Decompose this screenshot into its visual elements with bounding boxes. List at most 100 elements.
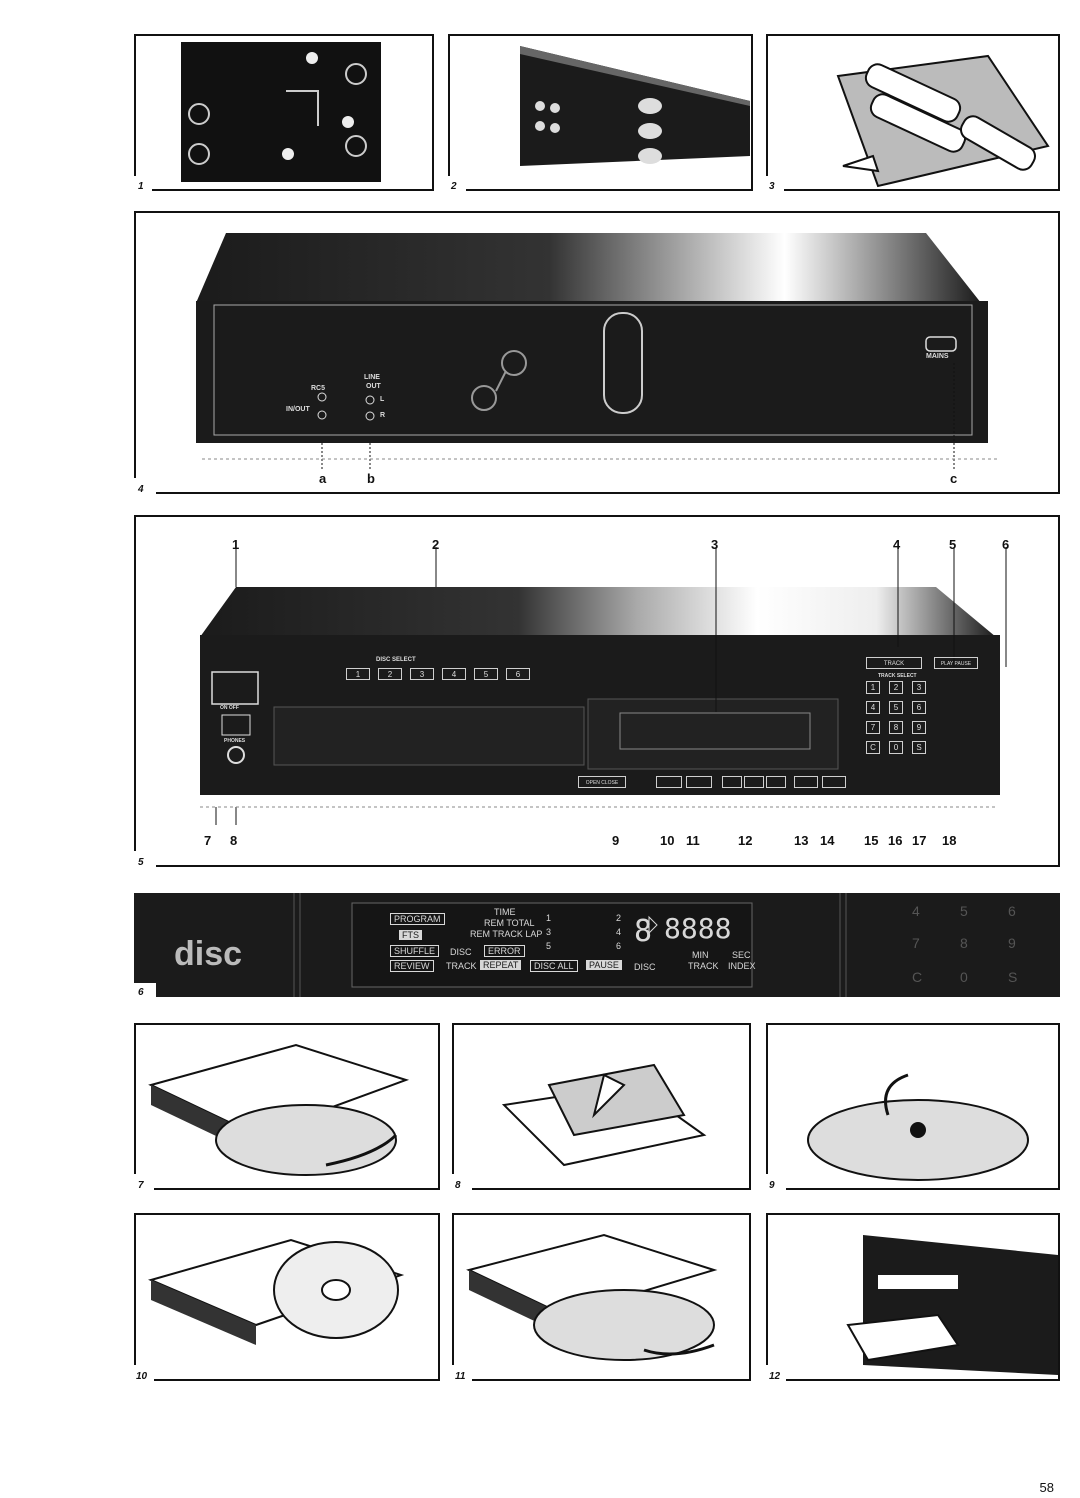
display-rem-total: REM TOTAL: [484, 918, 535, 928]
figure-12-drawing: [846, 1235, 1058, 1375]
display-disc-2: DISC: [634, 962, 656, 972]
button-12c[interactable]: [766, 776, 786, 788]
track-select-label: TRACK SELECT: [878, 673, 917, 679]
panel-key-s: S: [1008, 969, 1018, 985]
figure-1-drawing: [181, 42, 381, 182]
display-disc-all: DISC ALL: [530, 960, 578, 972]
display-rem-track-lap: REM TRACK LAP: [470, 929, 543, 939]
callout-12: 12: [738, 833, 753, 848]
open-close-button[interactable]: OPEN CLOSE: [578, 776, 626, 788]
figure-9: [766, 1023, 1060, 1190]
callout-9: 9: [612, 833, 620, 848]
figure-1-number: 1: [138, 181, 144, 192]
figure-2: [448, 34, 753, 191]
display-program: PROGRAM: [390, 913, 445, 925]
play-pause-button[interactable]: PLAY PAUSE: [934, 657, 978, 669]
figure-11-drawing: [466, 1233, 718, 1361]
callout-7: 7: [204, 833, 212, 848]
disc-select-button-1[interactable]: 1: [346, 668, 370, 680]
button-12a[interactable]: [722, 776, 742, 788]
keypad-1[interactable]: 1: [866, 681, 880, 694]
figure-10-drawing: [148, 1238, 405, 1345]
in-out-label: IN/OUT: [286, 406, 310, 413]
button-11[interactable]: [686, 776, 712, 788]
disc-select-button-2[interactable]: 2: [378, 668, 402, 680]
figure-2-drawing: [520, 46, 750, 166]
rc5-label: RC5: [311, 385, 326, 392]
figure-7-number: 7: [138, 1180, 144, 1191]
display-index: INDEX: [728, 961, 756, 971]
callout-16: 16: [888, 833, 903, 848]
keypad-s[interactable]: S: [912, 741, 926, 754]
callout-13: 13: [794, 833, 809, 848]
display-track-2: TRACK: [688, 961, 719, 971]
button-14[interactable]: [822, 776, 846, 788]
display-slot-5: 5: [546, 941, 552, 951]
keypad-7[interactable]: 7: [866, 721, 880, 734]
figure-11: [452, 1213, 751, 1381]
figure-8: [452, 1023, 751, 1190]
figure-6-number: 6: [138, 987, 144, 998]
keypad-0[interactable]: 0: [889, 741, 903, 754]
disc-select-button-4[interactable]: 4: [442, 668, 466, 680]
figure-9-number: 9: [769, 1180, 775, 1191]
display-fts: FTS: [399, 930, 422, 940]
line-out-r-label: R: [380, 412, 386, 419]
keypad-9[interactable]: 9: [912, 721, 926, 734]
svg-text:8888: 8888: [664, 912, 731, 945]
panel-key-6: 6: [1008, 903, 1016, 919]
figure-5: 1 2 3 4 5 6 DISC SELECT 1 2 3 4 5 6 ON O…: [134, 515, 1060, 867]
mains-label: MAINS: [926, 353, 949, 360]
figure-8-drawing: [501, 1063, 707, 1167]
display-slot-6: 6: [616, 941, 622, 951]
display-track: TRACK: [446, 961, 477, 971]
display-sec: SEC: [732, 950, 751, 960]
figure-3: [766, 34, 1060, 191]
panel-key-8: 8: [960, 935, 968, 951]
display-time: TIME: [494, 907, 516, 917]
figure-4-number: 4: [138, 484, 144, 495]
svg-text:8: 8: [634, 914, 652, 949]
page-number: 58: [1039, 1480, 1054, 1495]
disc-select-button-6[interactable]: 6: [506, 668, 530, 680]
keypad-c[interactable]: C: [866, 741, 880, 754]
keypad-3[interactable]: 3: [912, 681, 926, 694]
track-button[interactable]: TRACK: [866, 657, 922, 669]
panel-key-5: 5: [960, 903, 968, 919]
panel-key-c: C: [912, 969, 923, 985]
keypad-8[interactable]: 8: [889, 721, 903, 734]
figure-3-number: 3: [769, 181, 775, 192]
figure-6-display-panel: disc 8888 8 PROGRAM FTS SHUFFLE REVIEW T…: [134, 893, 1060, 997]
keypad-2[interactable]: 2: [889, 681, 903, 694]
callout-11: 11: [686, 833, 700, 848]
callout-4: 4: [893, 537, 901, 552]
button-12b[interactable]: [744, 776, 764, 788]
display-pause: PAUSE: [586, 960, 622, 970]
display-repeat: REPEAT: [480, 960, 522, 970]
display-error: ERROR: [484, 945, 525, 957]
callout-15: 15: [864, 833, 879, 848]
display-slot-4: 4: [616, 927, 622, 937]
callout-3: 3: [711, 537, 719, 552]
button-13[interactable]: [794, 776, 818, 788]
figure-12: [766, 1213, 1060, 1381]
button-10[interactable]: [656, 776, 682, 788]
keypad-6[interactable]: 6: [912, 701, 926, 714]
display-slot-2: 2: [616, 913, 622, 923]
svg-text:disc: disc: [174, 935, 242, 973]
line-label: LINE: [364, 374, 380, 381]
keypad-5[interactable]: 5: [889, 701, 903, 714]
disc-select-button-3[interactable]: 3: [410, 668, 434, 680]
figure-10: [134, 1213, 440, 1381]
callout-c: c: [950, 471, 958, 486]
figure-3-drawing: [836, 54, 1050, 188]
on-off-label: ON OFF: [220, 705, 239, 711]
panel-key-4: 4: [912, 903, 920, 919]
figure-7: [134, 1023, 440, 1190]
display-slot-3: 3: [546, 927, 552, 937]
figure-10-number: 10: [136, 1371, 148, 1382]
keypad-4[interactable]: 4: [866, 701, 880, 714]
callout-6: 6: [1002, 537, 1010, 552]
figure-8-number: 8: [455, 1180, 461, 1191]
disc-select-button-5[interactable]: 5: [474, 668, 498, 680]
